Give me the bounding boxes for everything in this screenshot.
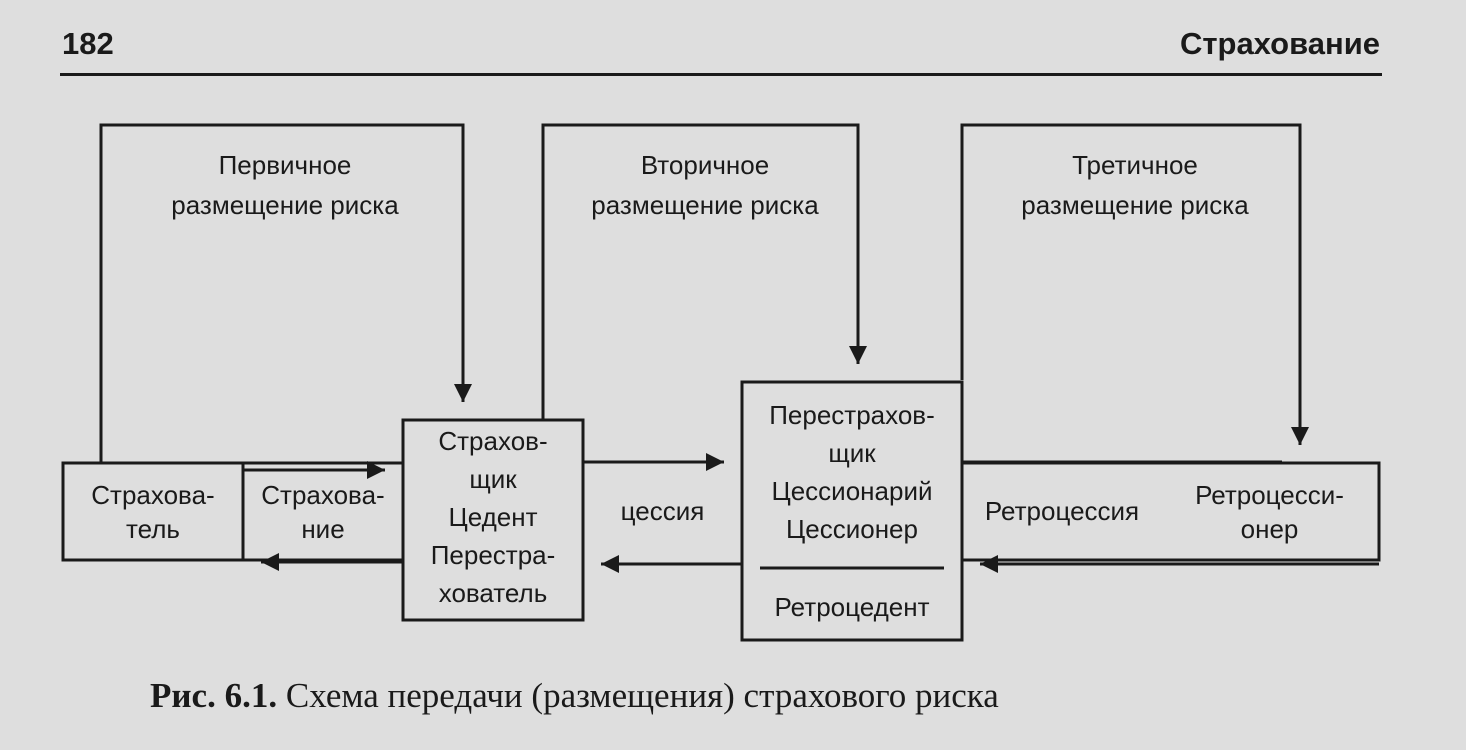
insurance-label-line-2: ние: [301, 514, 345, 544]
insurer-label: Страхов- щик Цедент Перестра- хователь: [403, 422, 583, 612]
insurer-label-line-4: Перестра-: [430, 540, 556, 570]
page-number: 182: [62, 26, 114, 61]
reinsurer-label-line-3: Цессионарий: [771, 476, 933, 506]
reinsurer-label-line-4: Цессионер: [786, 514, 918, 544]
retrocessionaire-label-line-2: онер: [1240, 514, 1299, 544]
tertiary-placement-arrow: [960, 123, 1309, 445]
secondary-placement-label: Вторичное размещение риска: [550, 145, 860, 225]
retrocedent-label: Ретроцедент: [774, 592, 930, 622]
primary-placement-line-1: Первичное: [218, 150, 352, 180]
primary-placement-arrow: [99, 123, 472, 463]
insurance-label-line-1: Страхова-: [261, 480, 385, 510]
reinsurer-label-line-2: щик: [828, 438, 876, 468]
reinsurer-label-line-1: Перестрахов-: [769, 400, 935, 430]
insurer-label-line-2: щик: [469, 464, 517, 494]
insurer-label-line-5: хователь: [438, 578, 548, 608]
retrocessionaire-label-line-1: Ретроцесси-: [1195, 480, 1344, 510]
insured-label: Страхова- тель: [63, 478, 243, 546]
insurer-label-line-3: Цедент: [448, 502, 538, 532]
figure-caption-text: Схема передачи (размещения) страхового р…: [285, 676, 999, 715]
retrocession-label: Ретроцессия: [984, 496, 1140, 526]
secondary-placement-line-1: Вторичное: [640, 150, 770, 180]
insured-label-line-2: тель: [126, 514, 180, 544]
tertiary-placement-line-1: Третичное: [1072, 150, 1198, 180]
retrocessionaire-label: Ретроцесси- онер: [1160, 478, 1379, 546]
tertiary-placement-line-2: размещение риска: [1021, 190, 1249, 220]
running-title: Страхование: [1179, 26, 1380, 61]
cession-label: цессия: [620, 496, 705, 526]
secondary-placement-line-2: размещение риска: [591, 190, 819, 220]
figure-caption: Рис. 6.1. Схема передачи (размещения) ст…: [150, 676, 1310, 716]
header-rule: [60, 73, 1382, 76]
insurer-box: [401, 418, 585, 622]
insurance-label: Страхова- ние: [243, 478, 403, 546]
insured-label-line-1: Страхова-: [91, 480, 215, 510]
primary-placement-label: Первичное размещение риска: [120, 145, 450, 225]
insurer-label-line-1: Страхов-: [438, 426, 548, 456]
reinsurer-label: Перестрахов- щик Цессионарий Цессионер: [742, 396, 962, 548]
figure-number: Рис. 6.1.: [150, 676, 278, 715]
secondary-placement-arrow: [541, 123, 867, 420]
primary-placement-line-2: размещение риска: [171, 190, 399, 220]
tertiary-placement-label: Третичное размещение риска: [975, 145, 1295, 225]
